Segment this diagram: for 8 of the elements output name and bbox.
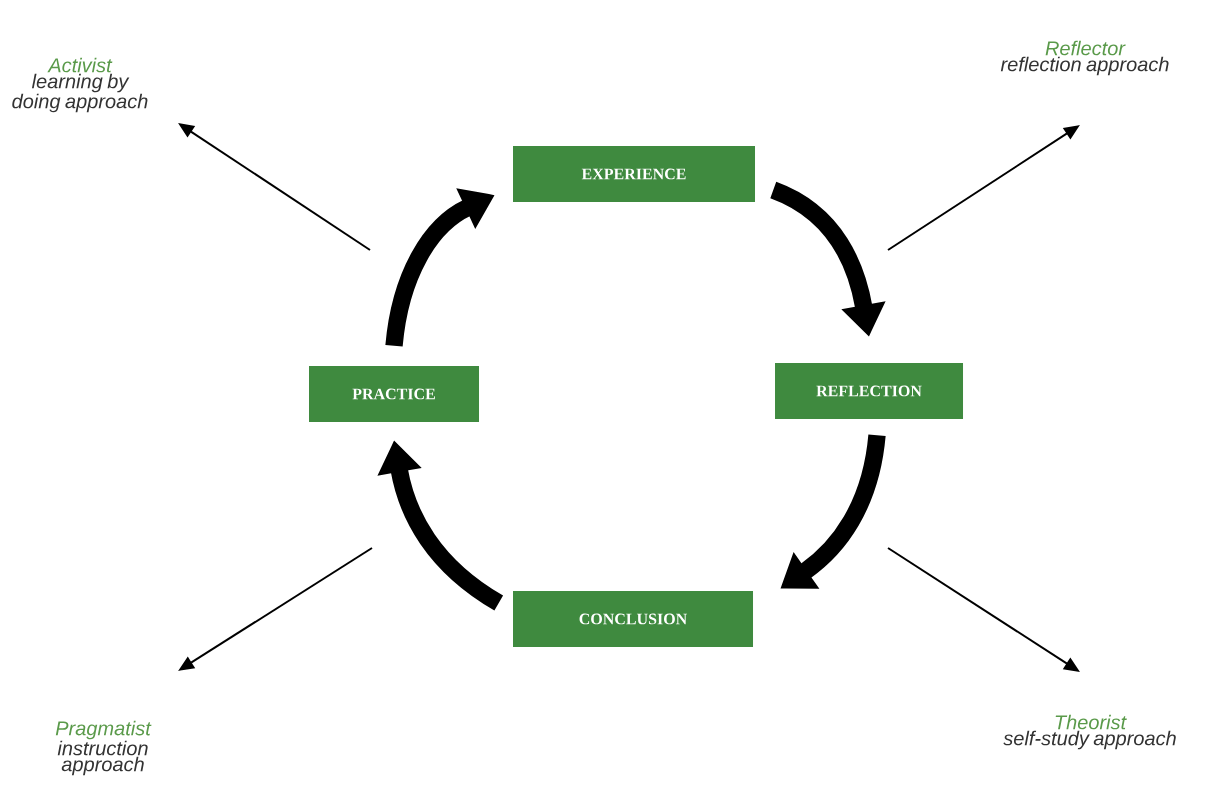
process-box: CONCLUSION <box>513 591 753 647</box>
approach-label: Pragmatist instruction approach <box>55 720 152 776</box>
process-box: PRACTICE <box>309 366 479 422</box>
approach-label: Activist learning by doing approach <box>12 57 148 113</box>
approach-label: Reflector reflection approach <box>1000 40 1169 76</box>
approach-label: Theorist self-study approach <box>1003 714 1176 750</box>
process-box: REFLECTION <box>775 363 963 419</box>
process-box: EXPERIENCE <box>513 146 755 202</box>
